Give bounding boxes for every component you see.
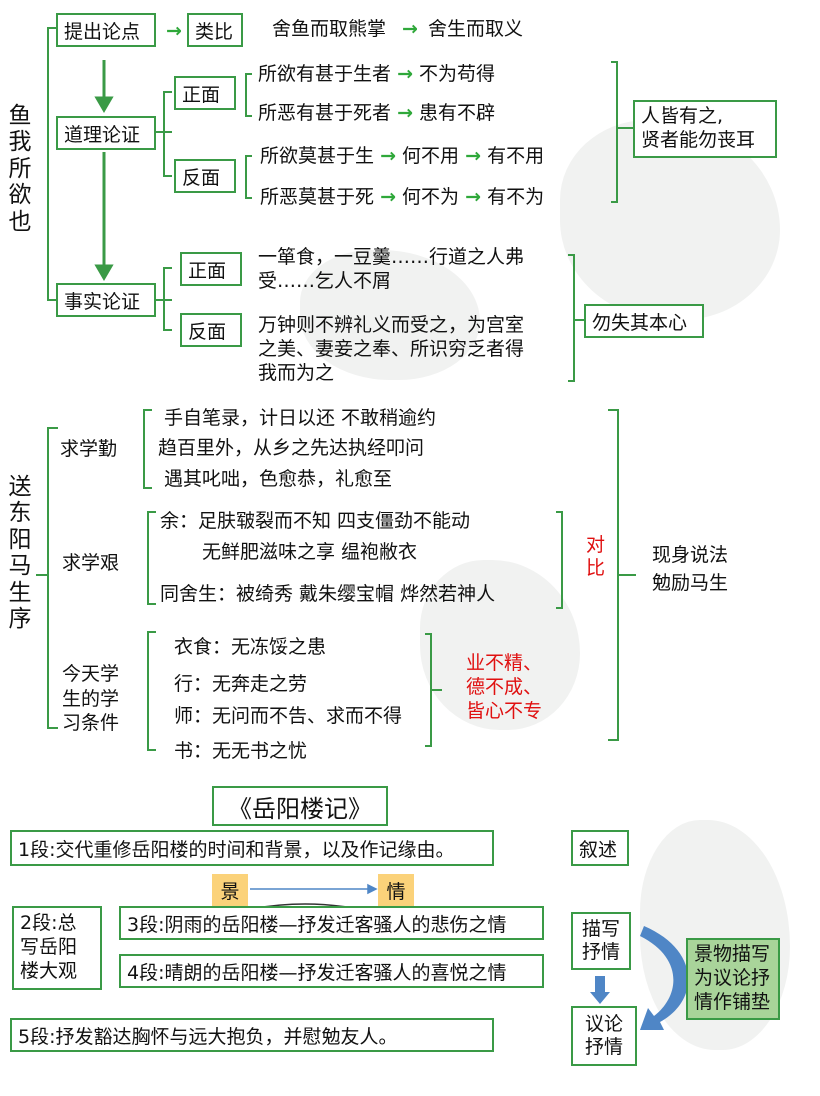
miaoxie-line2: 抒情 <box>581 941 620 963</box>
arrow-icon: → <box>380 145 396 167</box>
zheng1-a: 所欲有甚于生者 <box>258 63 392 85</box>
zheng-box-1: 正面 <box>174 76 236 110</box>
arrow-icon: → <box>465 186 482 208</box>
duibi-label: 对比 <box>586 534 606 579</box>
fan1-b2: 何不为 <box>402 186 460 208</box>
tiaojian-line3: 习条件 <box>62 712 120 735</box>
fan-box-2: 反面 <box>180 313 242 347</box>
arrow-icon: → <box>465 145 482 167</box>
para2-line1: 2段:总 <box>20 912 77 935</box>
arrow-icon: → <box>397 102 413 124</box>
para4-box: 4段:晴朗的岳阳楼—抒发迁客骚人的喜悦之情 <box>119 954 544 988</box>
fan1-a2: 何不用 <box>402 145 460 167</box>
pudian-line1: 景物描写 <box>694 943 771 966</box>
conclusion2-line2: 勉励马生 <box>652 571 729 594</box>
arrow-icon: → <box>397 63 413 85</box>
jian-line2: 无鲜肥滋味之享 缊袍敝衣 <box>202 541 418 563</box>
arrow-icon: → <box>402 18 418 40</box>
red-line3: 皆心不专 <box>466 699 543 722</box>
conclusion2-line1: 现身说法 <box>652 544 729 566</box>
tiaojian-line1: 今天学 <box>62 663 120 685</box>
fan2-line2: 之美、妻妾之奉、所识穷乏者得 <box>258 337 525 360</box>
tiaojian-item4: 书：无无书之忧 <box>174 740 308 762</box>
arrow-icon: → <box>380 186 396 208</box>
tichu-box: 提出论点 <box>56 13 156 47</box>
fan2-line3: 我而为之 <box>258 361 335 384</box>
para3-box: 3段:阴雨的岳阳楼—抒发迁客骚人的悲伤之情 <box>119 906 544 940</box>
shishi-box: 事实论证 <box>56 283 156 317</box>
xushu-box: 叙述 <box>571 830 629 866</box>
arrow-icon: → <box>166 20 182 42</box>
fan-box-1: 反面 <box>174 159 236 193</box>
para2-line2: 写岳阳 <box>20 936 78 959</box>
qin-line1: 手自笔录，计日以还 不敢稍逾约 <box>164 407 437 429</box>
section2-title: 送东阳马生序 <box>8 474 32 633</box>
qin-line2: 趋百里外，从乡之先达执经叩问 <box>158 437 425 459</box>
tiaojian-item2: 行：无奔走之劳 <box>174 673 308 695</box>
section2-conclusion: 现身说法 勉励马生 <box>652 542 728 597</box>
fan1-a3: 有不用 <box>487 145 545 167</box>
conclusion1-line2: 贤者能勿丧耳 <box>641 129 756 151</box>
fan2-line1: 万钟则不辨礼义而受之，为宫室 <box>258 314 525 336</box>
leibi-box: 类比 <box>187 13 243 47</box>
jing-box: 景 <box>212 874 248 906</box>
pudian-line3: 情作铺垫 <box>694 990 771 1013</box>
tiaojian-item1: 衣食：无冻馁之患 <box>174 636 327 658</box>
tiaojian-label: 今天学 生的学 习条件 <box>62 662 119 736</box>
zheng1-a2: 不为苟得 <box>419 63 496 85</box>
conclusion-box-2: 勿失其本心 <box>584 304 704 338</box>
qing-box: 情 <box>378 874 414 906</box>
para2-line3: 楼大观 <box>20 959 78 982</box>
red-line2: 德不成、 <box>466 675 543 698</box>
zheng2-line1: 一箪食，一豆羹……行道之人弗 <box>258 246 525 268</box>
yilun-box: 议论 抒情 <box>571 1006 637 1066</box>
conclusion1-line1: 人皆有之, <box>641 105 724 128</box>
background-shape <box>420 560 580 730</box>
jian-line3: 同舍生：被绮秀 戴朱缨宝帽 烨然若神人 <box>160 583 496 605</box>
section3-title: 《岳阳楼记》 <box>212 786 388 826</box>
red-line1: 业不精、 <box>466 652 543 674</box>
zheng1-b2: 患有不辟 <box>419 102 496 124</box>
yilun-line2: 抒情 <box>584 1036 623 1058</box>
pudian-box: 景物描写 为议论抒 情作铺垫 <box>686 938 780 1020</box>
qin-line3: 遇其叱咄，色愈恭，礼愈至 <box>164 468 393 490</box>
conclusion-box-1: 人皆有之, 贤者能勿丧耳 <box>633 100 777 158</box>
zheng-box-2: 正面 <box>180 252 242 286</box>
fan1-a: 所欲莫甚于生 <box>260 145 375 167</box>
pudian-line2: 为议论抒 <box>694 967 771 990</box>
miaoxie-box: 描写 抒情 <box>571 912 631 970</box>
zheng1-line1: 所欲有甚于生者 → 不为苟得 <box>258 63 495 87</box>
zheng1-line2: 所恶有甚于死者 → 患有不辟 <box>258 102 495 126</box>
tiaojian-line2: 生的学 <box>62 687 120 710</box>
miaoxie-line1: 描写 <box>581 918 620 941</box>
analogy-1: 舍鱼而取熊掌 <box>272 18 387 40</box>
fan1-b3: 有不为 <box>487 186 545 208</box>
qin-label: 求学勤 <box>60 438 118 460</box>
jian-line1: 余：足肤皲裂而不知 四支僵劲不能动 <box>160 510 471 532</box>
para5-box: 5段:抒发豁达胸怀与远大抱负，并慰勉友人。 <box>10 1018 494 1052</box>
zheng1-b: 所恶有甚于死者 <box>258 102 392 124</box>
tiaojian-item3: 师：无问而不告、求而不得 <box>174 705 403 727</box>
para2-box: 2段:总 写岳阳 楼大观 <box>12 906 102 990</box>
fan1-line2: 所恶莫甚于死 → 何不为 → 有不为 <box>260 186 544 210</box>
analogy-2: 舍生而取义 <box>428 18 524 40</box>
jian-label: 求学艰 <box>62 552 120 574</box>
red-conclusion: 业不精、 德不成、 皆心不专 <box>466 652 542 723</box>
fan1-b: 所恶莫甚于死 <box>260 186 375 208</box>
para1-box: 1段:交代重修岳阳楼的时间和背景，以及作记缘由。 <box>10 830 494 866</box>
section1-title: 鱼我所欲也 <box>8 103 32 235</box>
fan2-text: 万钟则不辨礼义而受之，为宫室 之美、妻妾之奉、所识穷乏者得 我而为之 <box>258 314 524 385</box>
fan1-line1: 所欲莫甚于生 → 何不用 → 有不用 <box>260 145 544 169</box>
zheng2-text: 一箪食，一豆羹……行道之人弗 受……乞人不屑 <box>258 246 524 294</box>
background-shape <box>300 250 480 380</box>
yilun-line1: 议论 <box>584 1013 623 1036</box>
daoli-box: 道理论证 <box>56 116 156 150</box>
zheng2-line2: 受……乞人不屑 <box>258 269 392 292</box>
